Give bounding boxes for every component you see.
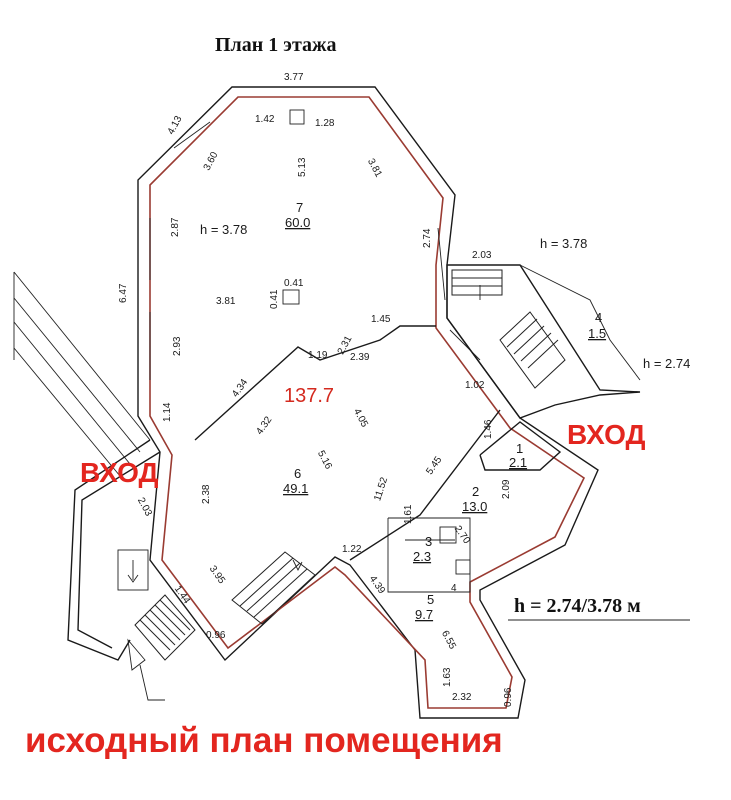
plan-title: План 1 этажа	[215, 34, 337, 56]
dim-label: 5.13	[297, 157, 308, 177]
room6-number: 6	[294, 466, 301, 481]
room5-area: 9.7	[415, 607, 433, 622]
dim-label: 1.45	[371, 314, 391, 325]
dim-label: 0.41	[269, 289, 280, 309]
dim-label: 4.32	[254, 414, 274, 437]
dim-label: 1.02	[465, 380, 485, 391]
room7-area: 60.0	[285, 215, 310, 230]
dim-label: 5.45	[424, 454, 444, 477]
room6-area: 49.1	[283, 481, 308, 496]
dim-label: 3.95	[207, 564, 227, 587]
dim-label: 2.87	[170, 217, 181, 237]
entrance-label-left: ВХОД	[80, 457, 159, 488]
dim-label: 1.63	[442, 667, 453, 687]
dim-label: 0.96	[206, 630, 226, 641]
dim-label: 2.03	[472, 250, 492, 261]
dim-label: 6.55	[439, 629, 458, 652]
dim-label: 2.38	[201, 484, 212, 504]
room2-area: 13.0	[462, 499, 487, 514]
dim-label: 1.44	[172, 584, 192, 607]
dim-label: 0.41	[284, 278, 304, 289]
room1-number: 1	[516, 441, 523, 456]
dim-label: 1.22	[342, 544, 362, 555]
entrance-label-right: ВХОД	[567, 419, 646, 450]
room7-number: 7	[296, 200, 303, 215]
dim-label: 1.14	[162, 402, 173, 422]
dim-label: 5.16	[315, 449, 334, 472]
dim-label: 3.77	[284, 72, 304, 83]
room4-area: 1.5	[588, 326, 606, 341]
room4-number: 4	[595, 310, 602, 325]
dim-label: 3.60	[202, 150, 221, 173]
right-entrance	[446, 264, 641, 419]
room1-area: 2.1	[509, 455, 527, 470]
dim-label: 2.93	[172, 336, 183, 356]
interior-partitions	[194, 289, 562, 593]
dim-label: 2.74	[422, 228, 433, 248]
dim-label: 1.19	[308, 350, 328, 361]
right-mid-height: h = 2.74	[643, 356, 690, 371]
dim-label: 2.39	[350, 352, 370, 363]
dim-label: 6.47	[118, 283, 129, 303]
dim-label: 2.32	[452, 692, 472, 703]
dim-label: 1.42	[255, 114, 275, 125]
dim-label: 4.13	[166, 114, 185, 137]
plan-caption: исходный план помещения	[25, 721, 503, 760]
dim-label: 2.03	[135, 496, 154, 519]
inner-stairs	[231, 551, 316, 625]
room3-area: 2.3	[413, 549, 431, 564]
small-room-number: 4	[451, 583, 457, 594]
dim-label: 4.05	[351, 407, 370, 430]
room-labels: h = 3.78 7 60.0 h = 3.78 4 1.5 h = 2.74 …	[200, 200, 690, 622]
dim-label: 1.28	[315, 118, 335, 129]
total-area: 137.7	[284, 385, 334, 407]
dim-label: 1.46	[483, 419, 494, 439]
dim-label: 1.61	[403, 504, 414, 524]
room7-height: h = 3.78	[200, 222, 247, 237]
left-vestibule	[67, 439, 161, 661]
dim-label: 4.34	[230, 377, 250, 400]
lower-left-stairs	[127, 594, 196, 701]
left-ramp	[13, 271, 151, 477]
height-note: h = 2.74/3.78 м	[514, 595, 641, 617]
building-walls	[137, 86, 599, 719]
room2-number: 2	[472, 484, 479, 499]
dim-label: 4.39	[367, 574, 387, 597]
dim-label: 0.96	[503, 687, 514, 707]
dim-label: 3.81	[365, 157, 384, 180]
dim-label: 2.09	[501, 479, 512, 499]
room5-number: 5	[427, 592, 434, 607]
right-top-height: h = 3.78	[540, 236, 587, 251]
dim-label: 3.81	[216, 296, 236, 307]
room3-number: 3	[425, 534, 432, 549]
dim-label: 11.52	[372, 476, 390, 503]
